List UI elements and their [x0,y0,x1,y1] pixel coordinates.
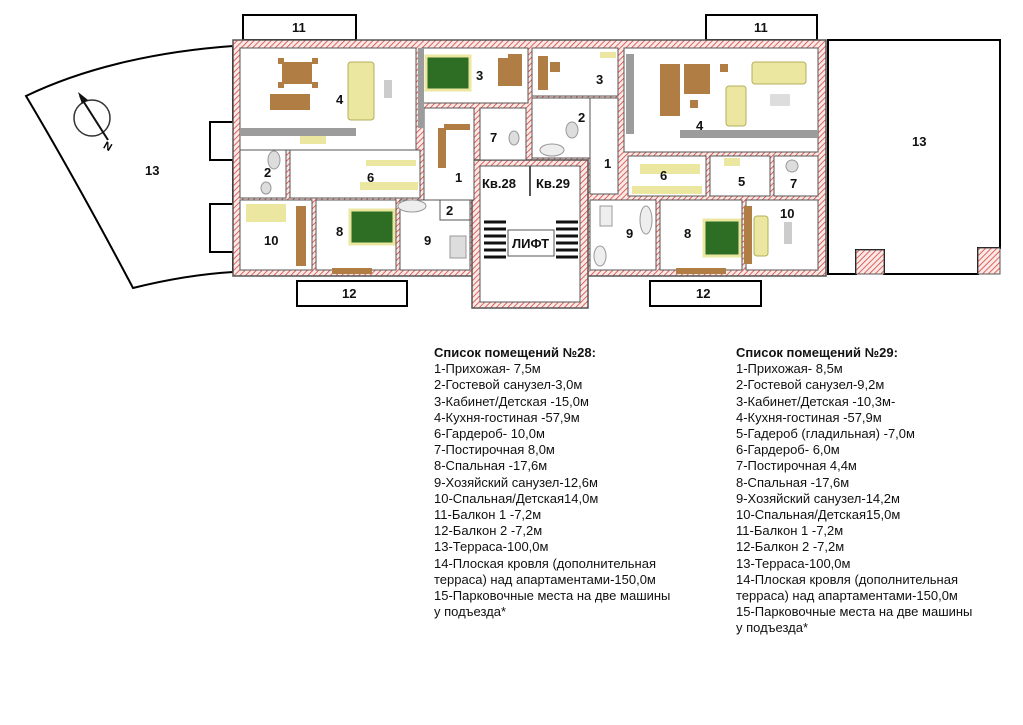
list-item: 2-Гостевой санузел-9,2м [736,377,885,393]
lift [507,229,555,257]
floor-plan: 13 N 11 11 12 12 [24,14,1001,309]
left-room-9-label: 9 [424,233,431,248]
room-list-29-title: Список помещений №29: [736,345,898,360]
right-room-12-label: 12 [696,286,710,301]
list-item: 14-Плоская кровля (дополнительная [434,555,657,571]
right-room-1 [589,97,619,195]
left-room-7 [479,107,527,161]
room-list-29: Список помещений №29: 1-Прихожая- 8,5м 2… [736,345,1016,637]
list-item: 6-Гардероб- 6,0м [736,442,840,458]
room-list-28-items: 1-Прихожая- 7,5м 2-Гостевой санузел-3,0м… [434,361,724,620]
right-balcony-12 [649,280,762,307]
left-balcony-12 [296,280,408,307]
room-list-29-items: 1-Прихожая- 8,5м 2-Гостевой санузел-9,2м… [736,361,1016,636]
right-room-13-label: 13 [912,134,926,149]
right-room-5-label: 5 [738,174,745,189]
room-list-28: Список помещений №28: 1-Прихожая- 7,5м 2… [434,345,724,620]
right-furniture [538,52,818,274]
list-item: 5-Гадероб (гладильная) -7,0м [736,426,915,442]
left-room-2b-label: 2 [446,203,453,218]
list-item: у подъезда* [736,620,809,636]
left-room-11-label: 11 [292,20,306,35]
list-item: 11-Балкон 1 -7,2м [736,523,844,539]
list-item: 4-Кухня-гостиная -57,9м [434,409,580,425]
compass-icon: N [73,92,114,154]
right-room-4-label: 4 [696,118,704,133]
list-item: 12-Балкон 2 -7,2м [736,539,845,555]
list-item: терраса) над апартаментами-150,0м [434,571,656,587]
list-item: 12-Балкон 2 -7,2м [434,523,543,539]
list-item: 7-Постирочная 4,4м [736,458,857,474]
list-item: 7-Постирочная 8,0м [434,442,555,458]
right-room-8-label: 8 [684,226,691,241]
list-item: 3-Кабинет/Детская -10,3м- [736,393,896,409]
apt-29-label: Кв.29 [536,176,570,191]
apt-28-label: Кв.28 [482,176,516,191]
list-item: терраса) над апартаментами-150,0м [736,588,958,604]
right-room-6-label: 6 [660,168,667,183]
lift-label: ЛИФТ [512,236,549,251]
list-item: 6-Гардероб- 10,0м [434,426,545,442]
stairs [484,220,578,259]
left-room-2b [439,199,471,221]
list-item: 15-Парковочные места на две машины [736,604,973,620]
list-item: 11-Балкон 1 -7,2м [434,507,542,523]
left-room-1 [423,107,475,201]
right-room-1-label: 1 [604,156,611,171]
left-room-4-label: 4 [336,92,344,107]
list-item: 2-Гостевой санузел-3,0м [434,377,583,393]
left-room-13-label: 13 [145,163,159,178]
right-room-9-label: 9 [626,226,633,241]
list-item: 15-Парковочные места на две машины [434,588,671,604]
right-room-2-label: 2 [578,110,585,125]
list-item: 9-Хозяйский санузел-14,2м [736,490,900,506]
list-item: 1-Прихожая- 7,5м [434,361,541,377]
list-item: 9-Хозяйский санузел-12,6м [434,474,598,490]
left-room-6-label: 6 [367,170,374,185]
list-item: 3-Кабинет/Детская -15,0м [434,393,589,409]
left-room-3-label: 3 [476,68,483,83]
right-terrace [827,39,1001,275]
left-room-2-label: 2 [264,165,271,180]
list-item: 4-Кухня-гостиная -57,9м [736,409,882,425]
list-item: у подъезда* [434,604,507,620]
left-balcony-11 [242,14,357,41]
left-room-10-label: 10 [264,233,278,248]
left-furniture [240,48,522,274]
right-room-7-label: 7 [790,176,797,191]
left-room-1-label: 1 [455,170,462,185]
right-room-7 [773,155,819,197]
right-room-10-label: 10 [780,206,794,221]
right-room-3-label: 3 [596,72,603,87]
list-item: 13-Терраса-100,0м [736,555,851,571]
left-room-8-label: 8 [336,224,343,239]
left-room-6 [289,149,421,199]
list-item: 10-Спальная/Детская15,0м [736,507,901,523]
list-item: 13-Терраса-100,0м [434,539,549,555]
room-list-28-title: Список помещений №28: [434,345,596,360]
list-item: 8-Спальная -17,6м [736,474,850,490]
list-item: 14-Плоская кровля (дополнительная [736,571,959,587]
left-room-12-label: 12 [342,286,356,301]
list-item: 10-Спальная/Детская14,0м [434,490,599,506]
list-item: 8-Спальная -17,6м [434,458,548,474]
right-balcony-11 [705,14,818,41]
list-item: 1-Прихожая- 8,5м [736,361,843,377]
left-terrace [24,44,234,290]
left-room-7-label: 7 [490,130,497,145]
right-room-11-label: 11 [754,20,768,35]
